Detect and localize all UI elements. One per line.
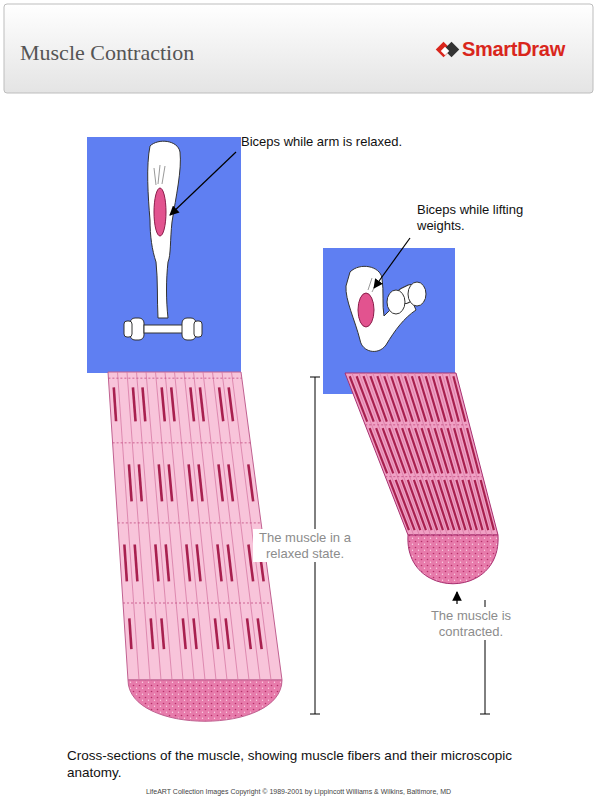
smartdraw-logo-icon bbox=[436, 42, 460, 58]
page-title: Muscle Contraction bbox=[20, 40, 194, 66]
callout-text: Biceps while lifting weights. bbox=[417, 202, 527, 233]
callout-text: Biceps while arm is relaxed. bbox=[241, 134, 441, 150]
relaxed-arm bbox=[124, 141, 202, 340]
leader-arrow bbox=[374, 238, 410, 288]
flexed-arm bbox=[346, 266, 426, 351]
copyright-note: LifeART Collection Images Copyright © 19… bbox=[0, 788, 597, 795]
dimension-label: The muscle is contracted. bbox=[423, 607, 519, 640]
relaxed-muscle-fibers bbox=[108, 372, 282, 680]
blue-panel bbox=[323, 248, 455, 394]
muscle-cross-section bbox=[128, 680, 282, 721]
contracted-muscle-fibers bbox=[345, 373, 498, 535]
logo-text: SmartDraw bbox=[462, 38, 565, 61]
caption: Cross-sections of the muscle, showing mu… bbox=[67, 748, 537, 782]
muscle-cross-section bbox=[408, 535, 498, 584]
pointer-arrow bbox=[456, 592, 457, 604]
fiber-striations bbox=[350, 373, 494, 535]
fiber-striations bbox=[108, 372, 271, 680]
header-bar bbox=[4, 4, 593, 93]
blue-panel bbox=[87, 137, 241, 373]
dimension-label: The muscle in a relaxed state. bbox=[253, 529, 357, 562]
leader-arrow bbox=[170, 152, 236, 215]
